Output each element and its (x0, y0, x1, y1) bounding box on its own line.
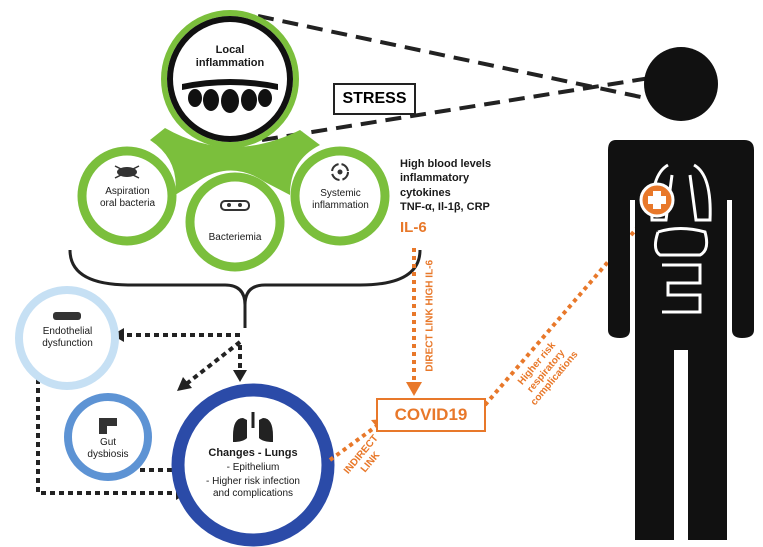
stress-box: STRESS (333, 83, 416, 115)
teeth-icon (182, 79, 278, 113)
recycle-icon (331, 163, 349, 181)
cross-horizontal (648, 196, 666, 204)
gut-label: Gut dysbiosis (87, 437, 129, 460)
bacteriemia-circle (185, 172, 285, 272)
dashed-line-bottom (261, 76, 651, 142)
lungs-item-epithelium: - Epithelium (226, 462, 280, 473)
aspiration-circle (77, 146, 177, 246)
bacteria-icon (114, 165, 140, 179)
il6-label: IL-6 (400, 219, 427, 236)
local-inflammation-label: Local inflammation (195, 44, 265, 69)
lungs-item-risk: - Higher risk infection and complication… (206, 476, 300, 499)
covid19-label: COVID19 (394, 405, 468, 424)
endothelial-circle (15, 286, 119, 390)
lungs-title: Changes - Lungs (208, 447, 298, 459)
systemic-circle (290, 146, 390, 246)
covid19-box: COVID19 (376, 398, 486, 432)
systemic-label: Systemic inflammation (312, 188, 369, 211)
gut-circle (64, 393, 152, 481)
endothelial-label: Endothelial dysfunction (42, 326, 93, 349)
lungs-circle (171, 383, 335, 547)
intestine-icon (99, 418, 117, 434)
human-silhouette (608, 47, 754, 540)
blood-levels-label: High blood levels inflammatory cytokines… (400, 158, 492, 213)
vessel-icon (53, 312, 81, 320)
bacteriemia-label: Bacteriemia (208, 232, 262, 243)
stress-label: STRESS (342, 90, 407, 107)
aspiration-label: Aspiration oral bacteria (99, 186, 156, 209)
direct-link-label: DIRECT LINK HIGH IL-6 (424, 259, 436, 372)
lungs-icon (233, 412, 273, 442)
blood-vessel-icon (220, 200, 250, 211)
green-connector (150, 128, 320, 195)
